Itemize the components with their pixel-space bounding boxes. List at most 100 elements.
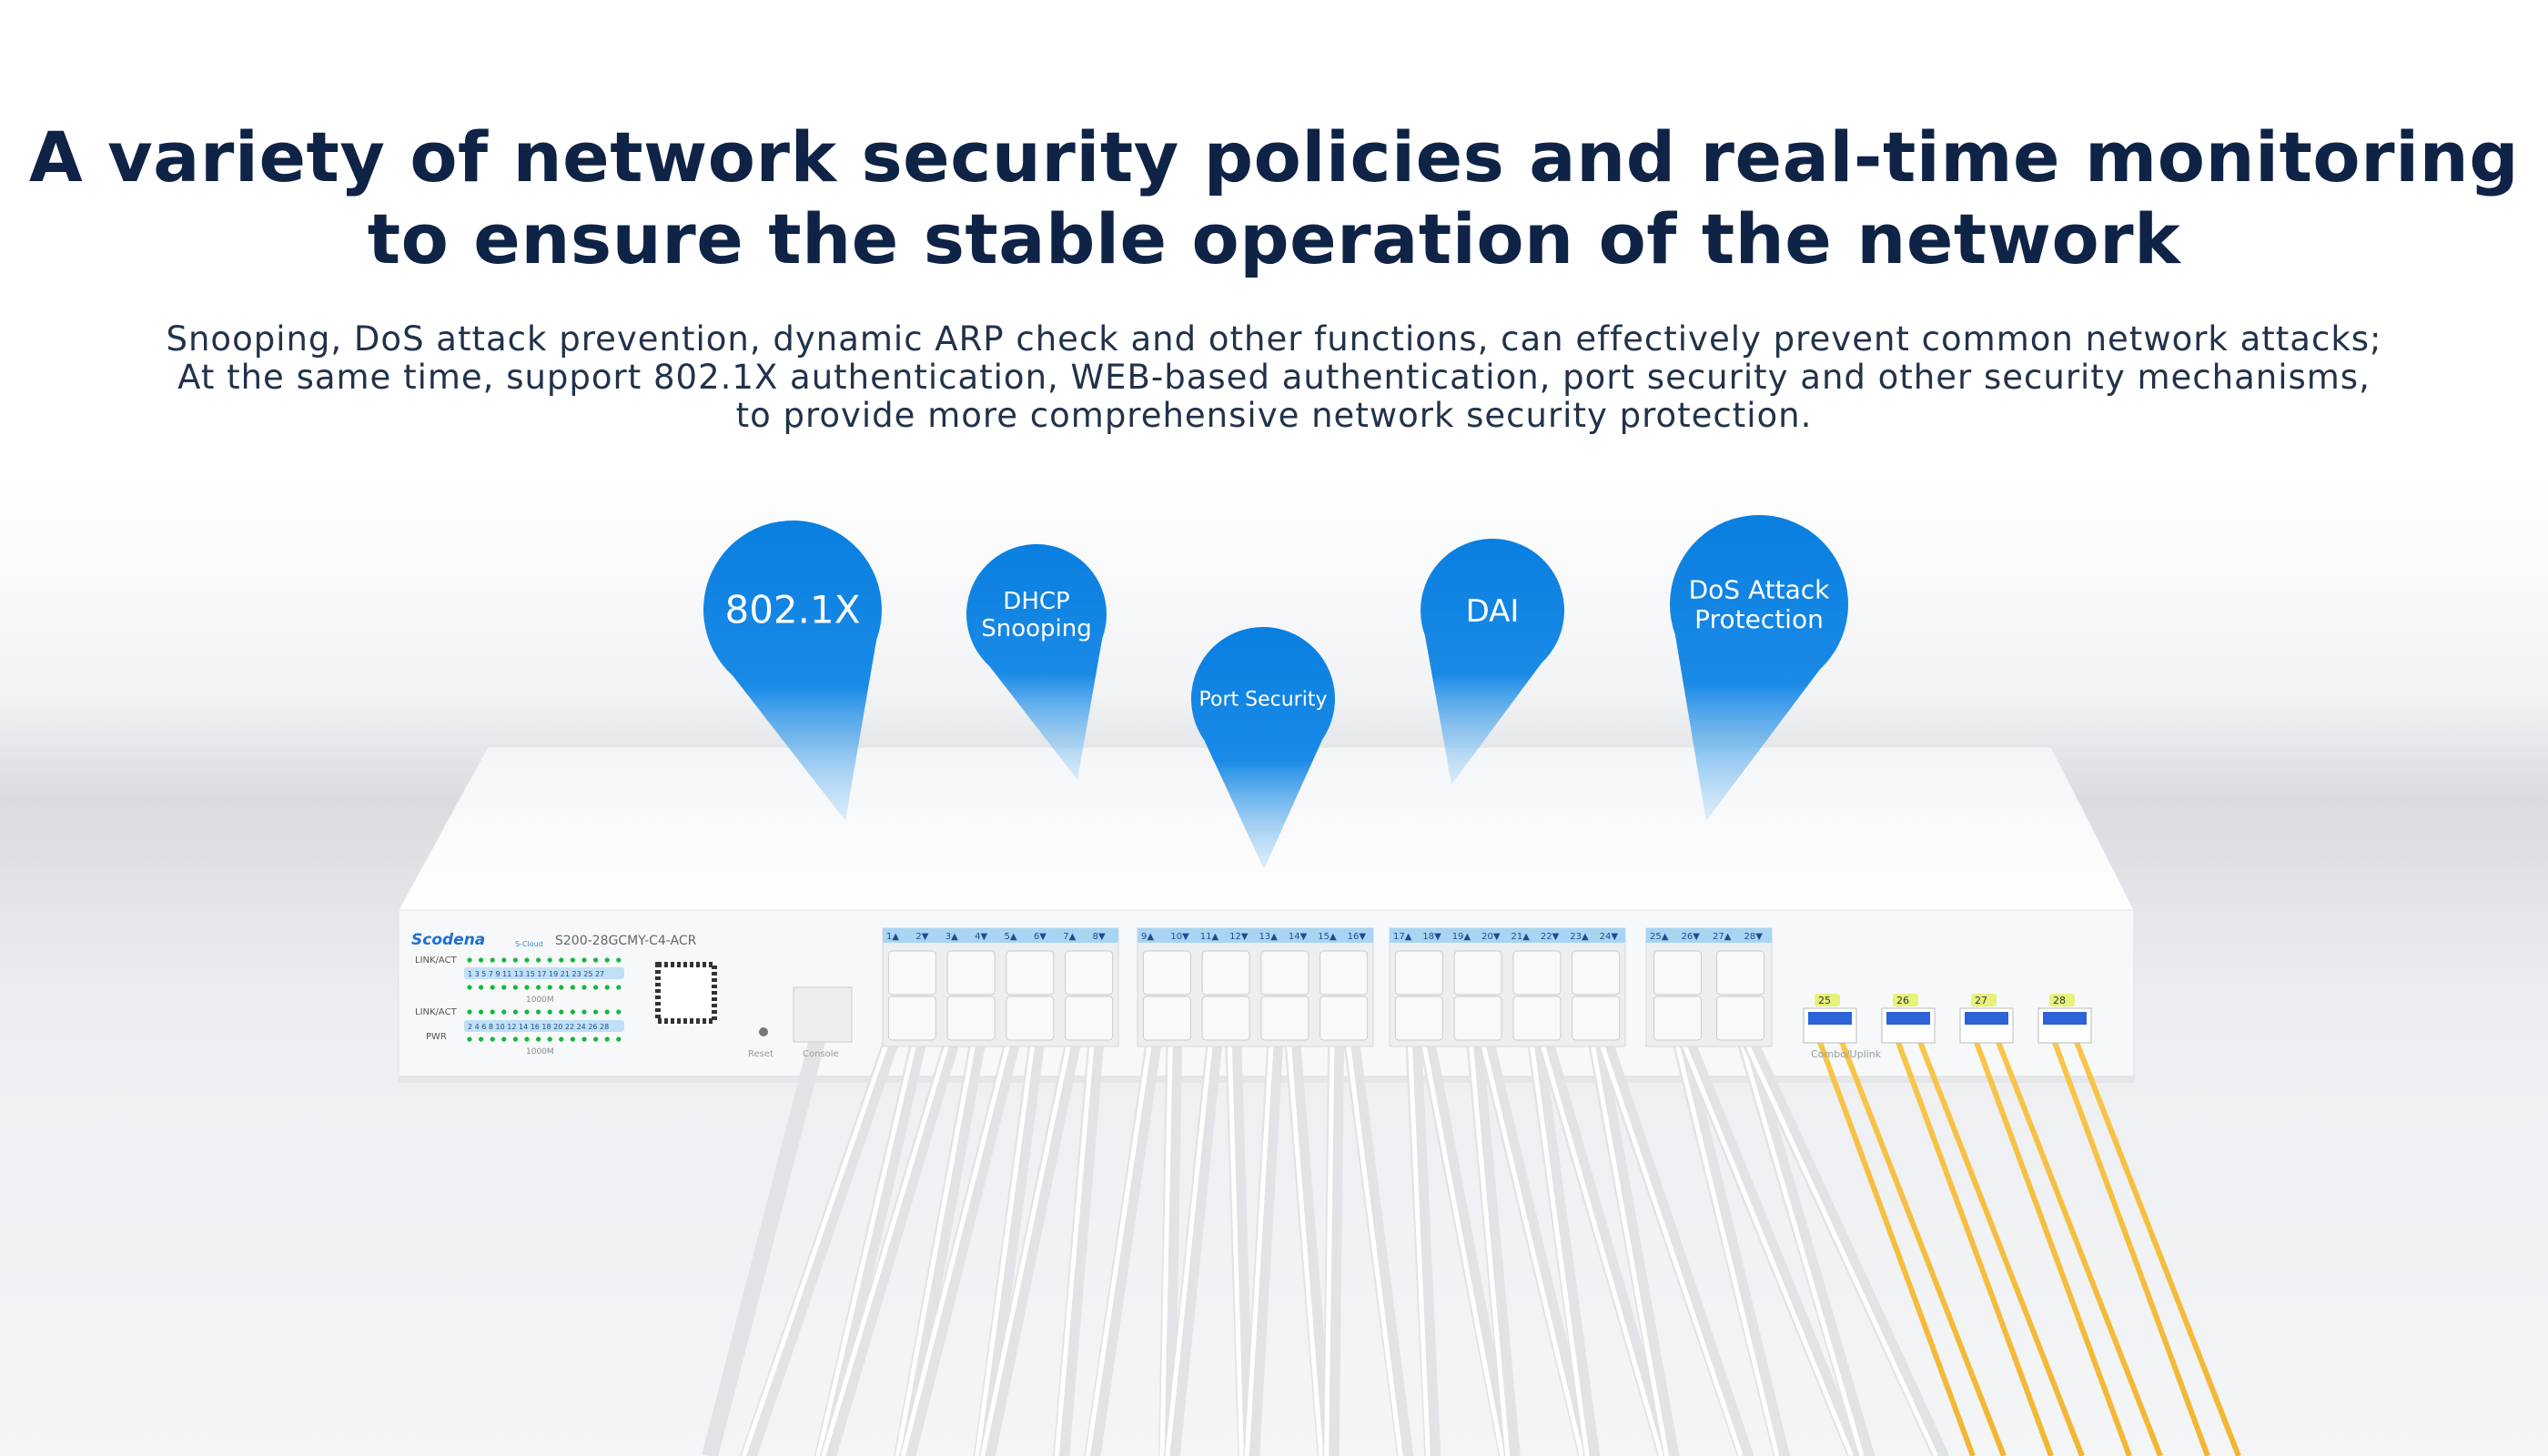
status-led bbox=[479, 1036, 484, 1042]
model-number: S200-28GCMY-C4-ACR bbox=[555, 934, 697, 948]
ethernet-cable bbox=[1739, 1029, 1949, 1456]
cable-highlight bbox=[1085, 1000, 1158, 1456]
brand-logo: Scodena bbox=[411, 931, 485, 949]
feature-label: Port Security bbox=[1199, 689, 1328, 712]
status-led bbox=[524, 957, 530, 963]
status-led bbox=[479, 1009, 484, 1015]
status-led bbox=[547, 957, 552, 963]
rj45-port[interactable] bbox=[1653, 996, 1702, 1041]
ethernet-cable bbox=[1594, 1029, 1754, 1456]
rj45-port[interactable] bbox=[1716, 996, 1764, 1041]
cable-highlight bbox=[1286, 1036, 1324, 1456]
rj45-port[interactable] bbox=[1260, 996, 1309, 1041]
status-led bbox=[593, 1009, 599, 1015]
cable-highlight bbox=[1664, 1000, 1780, 1456]
ethernet-cable bbox=[1418, 1029, 1515, 1456]
rj45-port[interactable] bbox=[946, 996, 996, 1041]
rj45-port[interactable] bbox=[1394, 950, 1443, 996]
port-label: 21▲ bbox=[1512, 932, 1531, 942]
rj45-port[interactable] bbox=[1453, 950, 1502, 996]
feature-label: 802.1X bbox=[724, 588, 860, 632]
sfp-connector bbox=[2043, 1012, 2087, 1025]
cloud-logo: S-Cloud bbox=[515, 940, 543, 948]
ethernet-cable bbox=[740, 993, 914, 1456]
sfp-label-bg bbox=[1971, 994, 1997, 1006]
cable-highlight bbox=[900, 1000, 1022, 1456]
ethernet-cable bbox=[973, 1029, 1046, 1456]
console-port[interactable] bbox=[793, 986, 853, 1043]
rj45-port[interactable] bbox=[1201, 996, 1250, 1041]
status-led bbox=[593, 1036, 599, 1042]
rj45-port[interactable] bbox=[887, 996, 936, 1041]
status-led bbox=[559, 1009, 564, 1015]
rj45-port[interactable] bbox=[1065, 950, 1114, 996]
rj45-port[interactable] bbox=[1453, 996, 1502, 1041]
rj45-port[interactable] bbox=[1716, 950, 1764, 996]
rj45-port[interactable] bbox=[1512, 950, 1562, 996]
rj45-port[interactable] bbox=[1065, 996, 1114, 1041]
feature-label: Protection bbox=[1694, 604, 1824, 634]
reset-button[interactable] bbox=[759, 1027, 768, 1036]
cable-highlight bbox=[1742, 1036, 1938, 1456]
sfp-connector bbox=[1808, 1012, 1852, 1025]
port-label: 23▲ bbox=[1570, 932, 1589, 942]
status-led bbox=[490, 1009, 495, 1015]
status-led bbox=[536, 957, 541, 963]
rj45-port[interactable] bbox=[1142, 996, 1191, 1041]
ethernet-cable bbox=[1322, 993, 1345, 1456]
port-label: 17▲ bbox=[1393, 932, 1412, 942]
status-led bbox=[479, 985, 484, 990]
status-led bbox=[616, 1036, 622, 1042]
fiber-cable bbox=[1994, 1036, 2163, 1456]
port-label: 24▼ bbox=[1600, 932, 1619, 942]
rj45-port[interactable] bbox=[1006, 950, 1055, 996]
pwr-label: PWR bbox=[426, 1032, 447, 1042]
rj45-port[interactable] bbox=[1006, 996, 1055, 1041]
status-led bbox=[524, 985, 530, 990]
fiber-cable bbox=[2050, 1036, 2210, 1456]
description: Snooping, DoS attack prevention, dynamic… bbox=[0, 320, 2548, 435]
status-led bbox=[512, 985, 519, 990]
rj45-port[interactable] bbox=[1260, 950, 1309, 996]
status-led bbox=[616, 957, 622, 963]
rj45-port[interactable] bbox=[1201, 950, 1250, 996]
port-label: 11▲ bbox=[1200, 932, 1219, 942]
cable-highlight bbox=[1727, 1000, 1865, 1456]
status-led bbox=[581, 1009, 587, 1015]
rj45-port[interactable] bbox=[887, 950, 936, 996]
cable-highlight bbox=[1405, 1000, 1431, 1456]
rj45-port[interactable] bbox=[1653, 950, 1702, 996]
status-led bbox=[490, 985, 495, 990]
status-led bbox=[536, 1009, 541, 1015]
rj45-port[interactable] bbox=[946, 950, 996, 996]
ethernet-cable bbox=[1084, 993, 1168, 1456]
rj45-port[interactable] bbox=[1572, 996, 1621, 1041]
console-label: Console bbox=[803, 1049, 839, 1059]
console-cable bbox=[702, 1016, 831, 1456]
rj45-port[interactable] bbox=[1142, 950, 1191, 996]
status-led bbox=[536, 985, 541, 990]
status-led bbox=[467, 957, 472, 963]
qr-code bbox=[655, 962, 717, 1024]
rj45-port[interactable] bbox=[1572, 950, 1621, 996]
ethernet-cable bbox=[819, 993, 973, 1456]
status-led bbox=[570, 985, 576, 990]
status-led bbox=[593, 957, 599, 963]
rj45-port[interactable] bbox=[1320, 996, 1369, 1041]
led-label-top: LINK/ACT bbox=[415, 956, 458, 966]
reset-label: Reset bbox=[748, 1049, 774, 1059]
fiber-cable bbox=[1972, 1036, 2132, 1456]
port-label: 28▼ bbox=[1744, 932, 1764, 942]
rj45-port[interactable] bbox=[1512, 996, 1562, 1041]
port-label: 15▲ bbox=[1318, 932, 1337, 942]
ethernet-cable bbox=[978, 993, 1090, 1456]
port-label: 4▼ bbox=[975, 932, 987, 942]
ethernet-cable bbox=[1283, 1029, 1334, 1456]
rj45-port[interactable] bbox=[1394, 996, 1443, 1041]
status-led bbox=[490, 1036, 495, 1042]
headline-line-2: to ensure the stable operation of the ne… bbox=[367, 198, 2181, 279]
uplink-label: Combo/Uplink bbox=[1811, 1048, 1882, 1060]
rj45-port[interactable] bbox=[1320, 950, 1369, 996]
